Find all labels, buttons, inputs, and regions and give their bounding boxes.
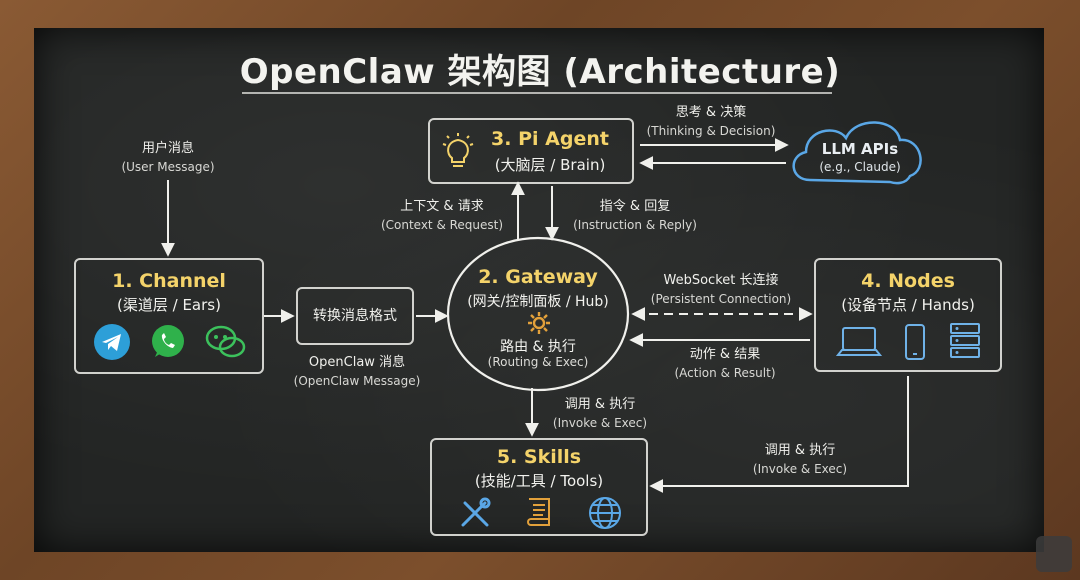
converter-label: 转换消息格式 (313, 308, 397, 324)
telegram-icon (94, 324, 130, 360)
gateway-subtitle: (网关/控制面板 / Hub) (467, 294, 609, 310)
skills-title: 5. Skills (496, 446, 582, 468)
nodes-subtitle: (设备节点 / Hands) (841, 296, 975, 314)
label-context-request: 上下文 & 请求 (Context & Request) (372, 198, 512, 234)
label-instruction-reply-zh: 指令 & 回复 (599, 199, 671, 214)
channel-box: 1. Channel (渠道层 / Ears) (74, 258, 264, 374)
diagram-title: OpenClaw 架构图 (Architecture) (239, 52, 841, 92)
llm-subtitle: (e.g., Claude) (819, 160, 901, 174)
lightbulb-icon (442, 133, 474, 167)
chalkboard (34, 28, 1044, 552)
label-websocket-en: (Persistent Connection) (650, 292, 792, 306)
label-context-request-en: (Context & Request) (380, 218, 504, 232)
converter-box: 转换消息格式 (296, 287, 414, 345)
skills-subtitle: (技能/工具 / Tools) (474, 472, 604, 490)
label-thinking-decision: 思考 & 决策 (Thinking & Decision) (636, 104, 786, 140)
label-invoke-exec-right: 调用 & 执行 (Invoke & Exec) (740, 442, 860, 478)
label-action-result-en: (Action & Result) (674, 366, 776, 380)
arrow-nodes-to-skills (649, 376, 909, 493)
label-openclaw-message-en: (OpenClaw Message) (293, 374, 421, 388)
label-websocket-zh: WebSocket 长连接 (663, 273, 779, 288)
label-action-result-zh: 动作 & 结果 (689, 347, 761, 362)
phone-icon (904, 324, 925, 360)
corner-badge (1036, 536, 1072, 572)
label-openclaw-message-zh: OpenClaw 消息 (308, 355, 406, 370)
title-underline (242, 92, 832, 94)
nodes-title: 4. Nodes (861, 270, 955, 292)
label-instruction-reply-en: (Instruction & Reply) (573, 218, 697, 232)
label-user-message-zh: 用户消息 (141, 141, 194, 156)
skills-box: 5. Skills (技能/工具 / Tools) (430, 438, 648, 536)
agent-title: 3. Pi Agent (491, 128, 609, 150)
tools-icon (461, 497, 491, 527)
label-user-message-en: (User Message) (121, 160, 215, 174)
whatsapp-icon (152, 325, 184, 357)
label-invoke-exec-left: 调用 & 执行 (Invoke & Exec) (540, 396, 660, 432)
channel-title: 1. Channel (112, 270, 226, 292)
channel-subtitle: (渠道层 / Ears) (117, 296, 221, 314)
llm-cloud-shape (792, 121, 922, 185)
label-thinking-decision-zh: 思考 & 决策 (675, 105, 747, 120)
label-invoke-exec-left-zh: 调用 & 执行 (564, 397, 636, 412)
label-websocket: WebSocket 长连接 (Persistent Connection) (636, 272, 806, 308)
gateway-action-en: (Routing & Exec) (487, 355, 589, 369)
label-openclaw-message: OpenClaw 消息 (OpenClaw Message) (282, 354, 432, 390)
label-instruction-reply: 指令 & 回复 (Instruction & Reply) (560, 198, 710, 234)
label-invoke-exec-right-en: (Invoke & Exec) (752, 462, 848, 476)
llm-title: LLM APIs (821, 140, 899, 158)
wechat-icon (205, 325, 246, 358)
agent-box: 3. Pi Agent (大脑层 / Brain) (428, 118, 634, 184)
gear-icon (528, 312, 550, 334)
nodes-box: 4. Nodes (设备节点 / Hands) (814, 258, 1002, 372)
label-invoke-exec-right-zh: 调用 & 执行 (764, 443, 836, 458)
label-action-result: 动作 & 结果 (Action & Result) (650, 346, 800, 382)
scroll-icon (527, 498, 550, 526)
label-thinking-decision-en: (Thinking & Decision) (646, 124, 776, 138)
gateway-title: 2. Gateway (478, 266, 598, 288)
laptop-icon (836, 327, 883, 356)
server-icon (949, 323, 980, 358)
globe-icon (589, 497, 621, 529)
label-invoke-exec-left-en: (Invoke & Exec) (552, 416, 648, 430)
gateway-circle (446, 236, 630, 392)
gateway-action-zh: 路由 & 执行 (500, 339, 576, 355)
label-user-message: 用户消息 (User Message) (108, 140, 228, 176)
label-context-request-zh: 上下文 & 请求 (400, 199, 484, 214)
agent-subtitle: (大脑层 / Brain) (494, 156, 606, 174)
